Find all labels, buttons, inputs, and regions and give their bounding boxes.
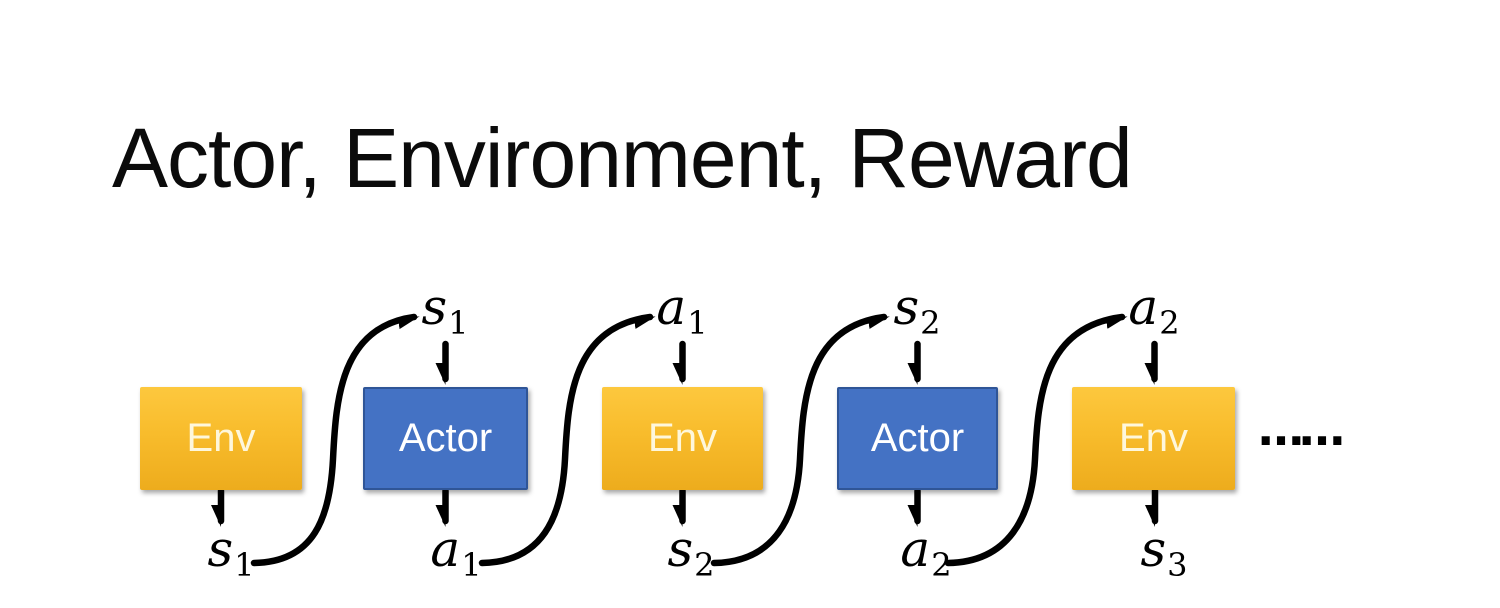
bottom-label-a2-base: a bbox=[900, 520, 931, 578]
bottom-label-a1-sub: 1 bbox=[461, 546, 482, 584]
ellipsis-dots: …… bbox=[1258, 402, 1345, 456]
top-label-a1: a1 bbox=[612, 282, 752, 339]
actor-box-1: Actor bbox=[363, 387, 528, 490]
bottom-label-s1: s1 bbox=[161, 524, 301, 581]
top-label-a1-sub: 1 bbox=[687, 304, 708, 342]
env-box-1: Env bbox=[140, 387, 302, 490]
transition-curve-s1 bbox=[250, 313, 414, 567]
bottom-label-s1-base: s bbox=[207, 520, 234, 578]
env-box-1-label: Env bbox=[186, 416, 256, 460]
top-label-a1-base: a bbox=[656, 278, 687, 336]
top-label-s2-base: s bbox=[893, 278, 920, 336]
bottom-label-a2-sub: 2 bbox=[931, 546, 952, 584]
transition-curve-a2 bbox=[944, 313, 1122, 567]
actor-box-2-label: Actor bbox=[870, 416, 965, 460]
transition-curve-s2 bbox=[710, 313, 884, 567]
top-label-s2-sub: 2 bbox=[920, 304, 941, 342]
top-label-a2: a2 bbox=[1084, 282, 1224, 339]
transition-curve-a1 bbox=[478, 313, 650, 567]
env-box-2: Env bbox=[602, 387, 763, 490]
top-label-s1-base: s bbox=[421, 278, 448, 336]
top-label-s2: s2 bbox=[847, 282, 987, 339]
bottom-label-s2: s2 bbox=[621, 524, 761, 581]
top-label-s1-sub: 1 bbox=[448, 304, 469, 342]
bottom-label-s2-base: s bbox=[667, 520, 694, 578]
bottom-label-s2-sub: 2 bbox=[694, 546, 715, 584]
top-label-a2-base: a bbox=[1128, 278, 1159, 336]
slide-title: Actor, Environment, Reward bbox=[112, 111, 1133, 205]
top-label-a2-sub: 2 bbox=[1159, 304, 1180, 342]
actor-box-2: Actor bbox=[837, 387, 998, 490]
env-box-3-label: Env bbox=[1119, 416, 1188, 460]
top-label-s1: s1 bbox=[375, 282, 515, 339]
bottom-label-s3-sub: 3 bbox=[1167, 546, 1188, 584]
bottom-label-s3: s3 bbox=[1094, 524, 1234, 581]
actor-box-1-label: Actor bbox=[398, 416, 493, 460]
bottom-label-s3-base: s bbox=[1140, 520, 1167, 578]
env-box-2-label: Env bbox=[648, 416, 717, 460]
env-box-3: Env bbox=[1072, 387, 1235, 490]
bottom-label-a1-base: a bbox=[430, 520, 461, 578]
bottom-label-a2: a2 bbox=[856, 524, 996, 581]
bottom-label-a1: a1 bbox=[386, 524, 526, 581]
bottom-label-s1-sub: 1 bbox=[234, 546, 255, 584]
